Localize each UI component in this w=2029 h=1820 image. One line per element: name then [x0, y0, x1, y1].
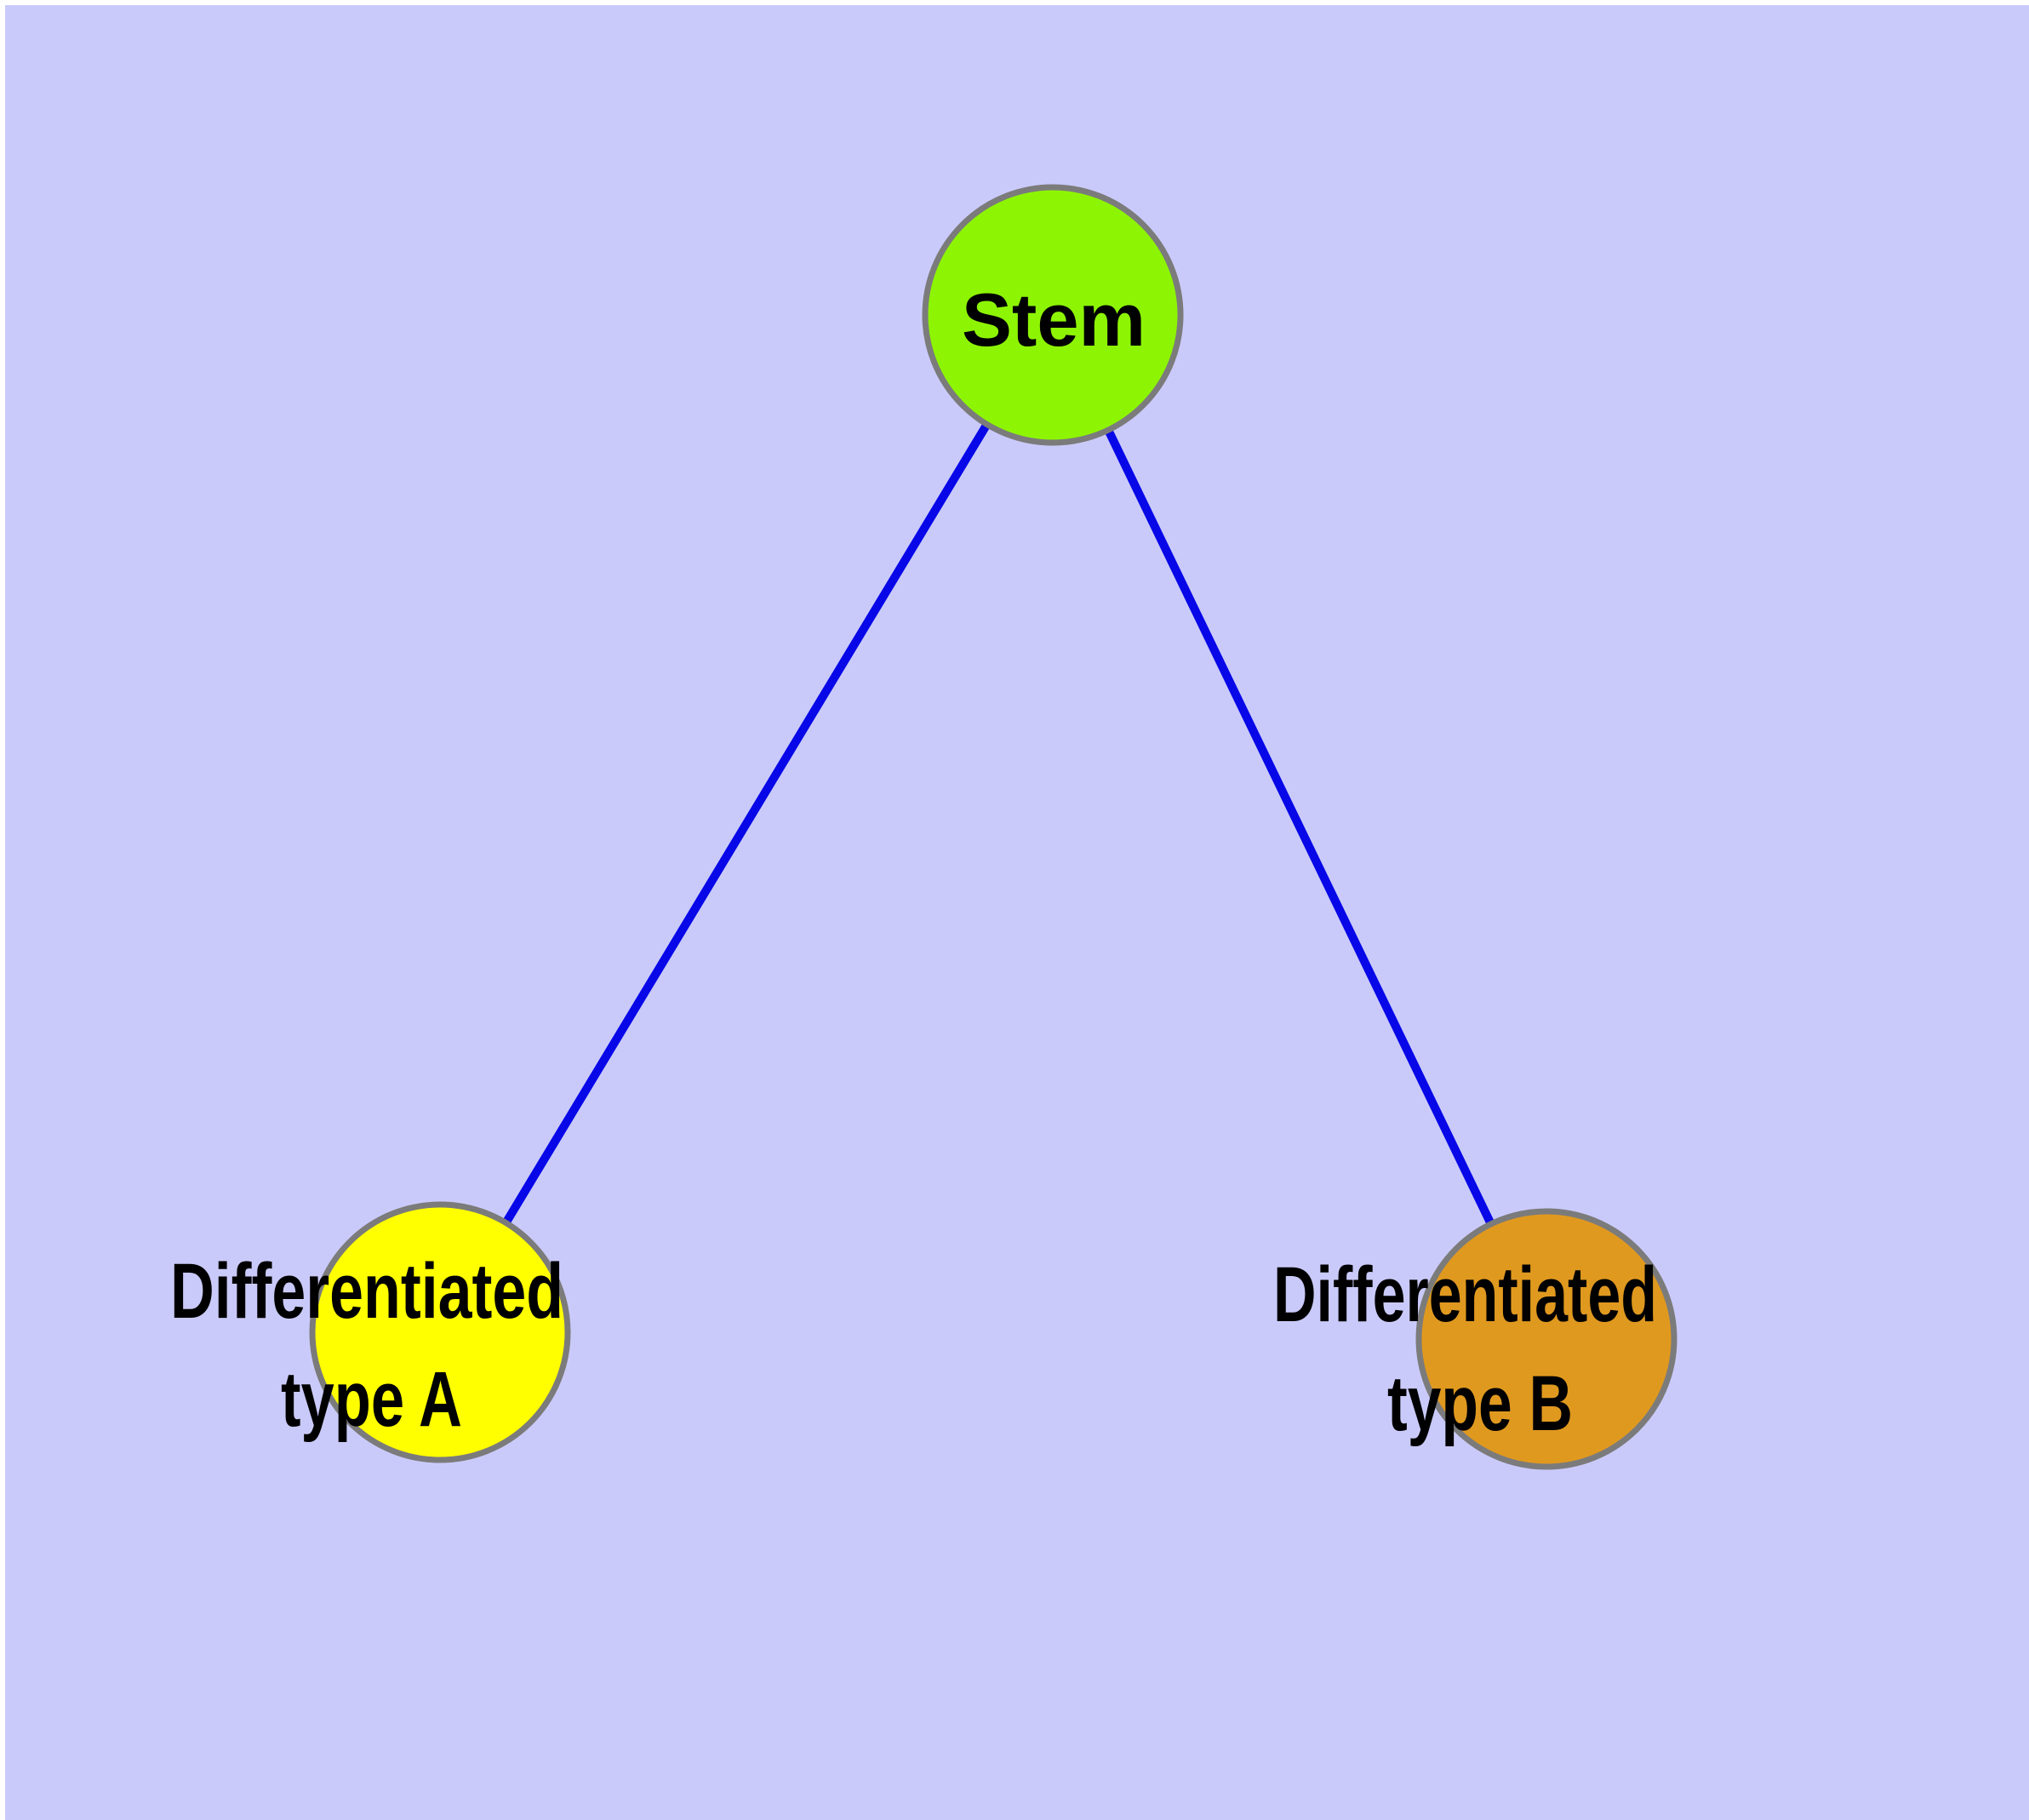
node-type-a-label-line2: type A: [281, 1356, 462, 1443]
node-type-b-label-line1: Differentiated: [1273, 1251, 1657, 1338]
edge-group: [436, 312, 1551, 1342]
node-type-b-circle: [1415, 1208, 1677, 1470]
edge-stem-to-type-b: [1049, 312, 1551, 1342]
node-stem: Stem: [922, 184, 1184, 446]
node-differentiated-type-a: Differentiated type A: [170, 1201, 571, 1463]
node-stem-circle: [922, 184, 1184, 446]
node-differentiated-type-b: Differentiated type B: [1273, 1208, 1677, 1470]
node-stem-label: Stem: [962, 278, 1146, 362]
node-type-b-label-line2: type B: [1387, 1360, 1573, 1447]
node-type-a-label-line1: Differentiated: [170, 1248, 563, 1335]
edge-stem-to-type-a: [436, 312, 1057, 1335]
node-type-a-circle: [309, 1201, 571, 1463]
